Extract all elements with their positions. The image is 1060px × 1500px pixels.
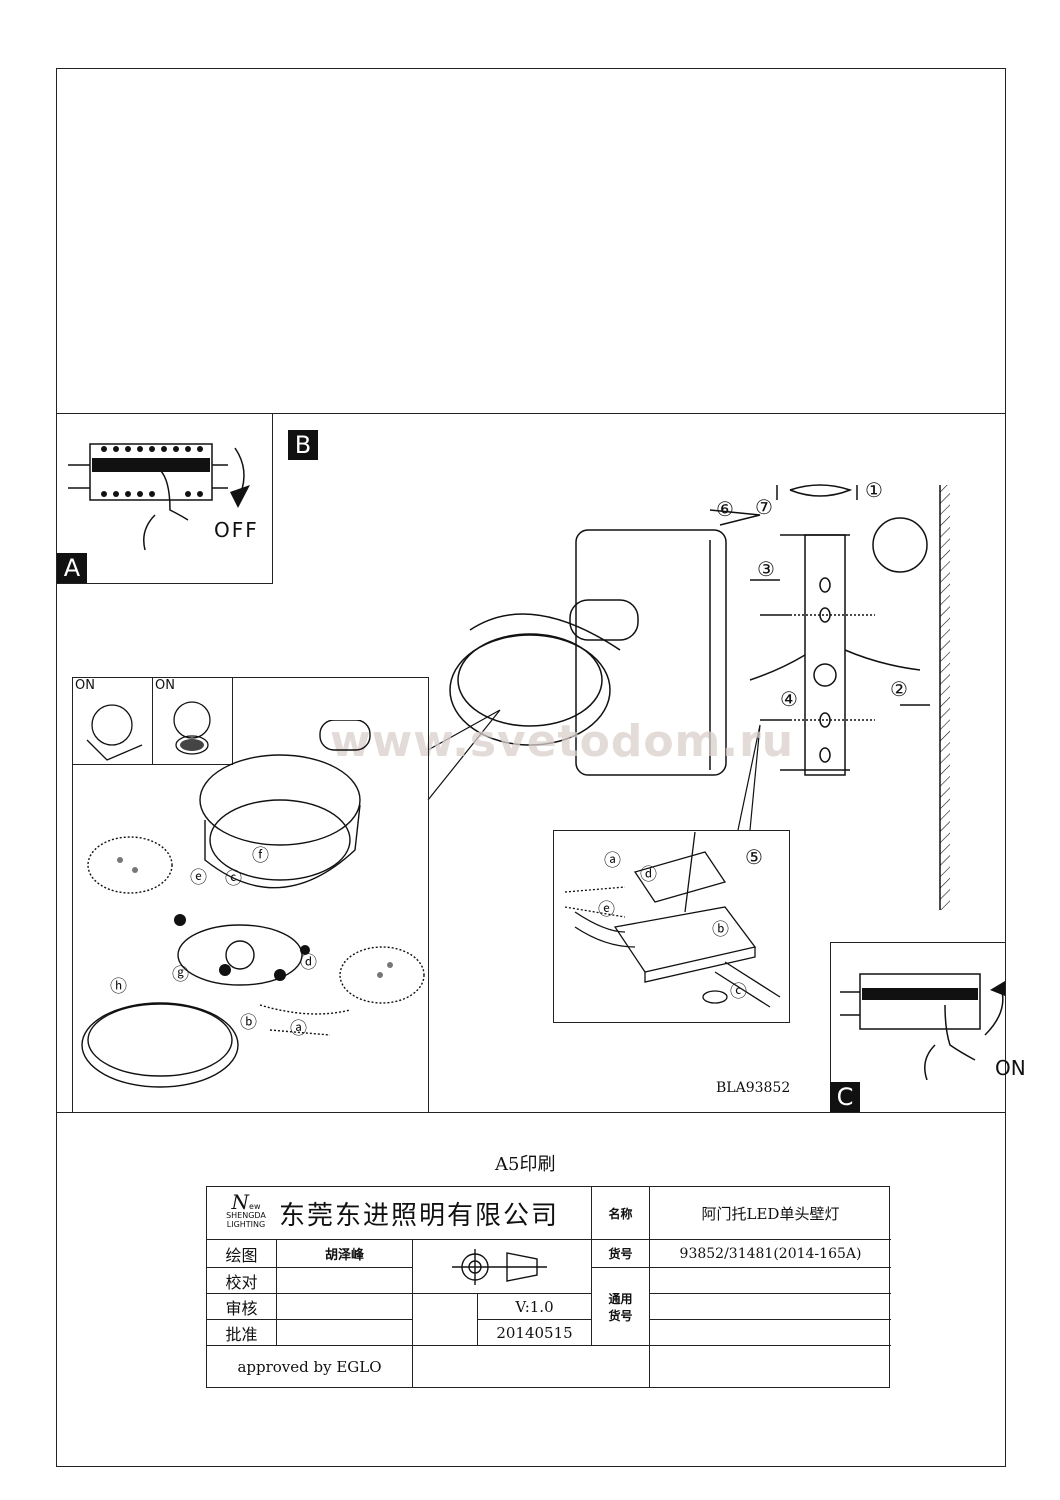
reviewed-value [276,1293,412,1319]
label-d: ⓓ [300,953,317,973]
label-a: ⓐ [290,1019,307,1039]
divider-top [56,413,1006,414]
step-7-label: ⑦ [755,495,773,519]
panel-a-tag: A [57,553,87,583]
step-2-label: ② [890,677,908,701]
reviewed-label: 审核 [207,1293,276,1319]
blank-right-cell [649,1345,891,1387]
approved-by: approved by EGLO [207,1345,412,1387]
label-a-detail: ⓐ [604,851,621,871]
name-label: 名称 [591,1187,649,1239]
on-label: ON [995,1056,1026,1080]
terminal-block-illustration [564,832,781,1008]
name-value: 阿门托LED单头壁灯 [649,1187,891,1239]
approved-value [276,1319,412,1345]
watermark: www.svetodom.ru [330,716,795,767]
step-6-label: ⑥ [716,497,734,521]
general-no-value-3 [649,1319,891,1345]
step-4-label: ④ [780,687,798,711]
general-no-value-2 [649,1293,891,1319]
step-1-label: ① [865,478,883,502]
general-no-value-1 [649,1267,891,1293]
step-3-label: ③ [757,557,775,581]
panel-c [830,942,1006,1113]
part-no-value: 93852/31481(2014-165A) [649,1239,891,1267]
breaker-on-illustration [840,973,1005,1080]
part-no-label: 货号 [591,1239,649,1267]
divider-bottom [56,1112,1006,1113]
label-c: ⓒ [225,869,242,889]
projection-symbol-cell [412,1239,591,1293]
drawing-code: BLA93852 [716,1080,791,1096]
label-e-detail: ⓔ [598,900,615,920]
drawn-label: 绘图 [207,1239,276,1267]
blank-cell [412,1293,477,1387]
label-b: ⓑ [240,1013,257,1033]
date: 20140515 [477,1319,591,1345]
on-view-2-label: ON [155,678,175,693]
terminal-block-detail [553,830,790,1023]
label-h: ⓗ [110,977,127,997]
label-g: ⓖ [172,965,189,985]
drawing-frame [56,68,1006,1467]
version: V:1.0 [477,1293,591,1319]
label-f: ⓕ [252,846,269,866]
projection-symbol-icon [452,1248,547,1285]
checked-label: 校对 [207,1267,276,1293]
panel-b-tag: B [288,430,318,460]
label-c-detail: ⓒ [730,982,747,1002]
on-view-2 [152,677,233,765]
drawn-value: 胡泽峰 [276,1239,412,1267]
breaker-off-illustration [68,443,250,551]
on-view-icons [86,701,211,761]
panel-a [56,413,273,584]
label-e: ⓔ [190,868,207,888]
label-b-detail: ⓑ [712,920,729,940]
step-5-label: ⑤ [745,845,763,869]
wall-lamp-assembly-illustration [427,484,950,910]
label-d-detail: ⓓ [640,865,657,885]
approved-label: 批准 [207,1319,276,1345]
general-no-label: 通用货号 [591,1267,649,1345]
off-label: OFF [214,518,259,542]
on-view-1-label: ON [75,678,95,693]
company-name: 东莞东进照明有限公司 [279,1200,560,1231]
lamp-head-exploded-illustration [81,720,425,1088]
print-note: A5印刷 [495,1154,556,1175]
checked-value [276,1267,412,1293]
panel-c-tag: C [830,1082,860,1112]
lamp-head-disassembly-inset [72,677,429,1113]
blank-bottom-cell [412,1345,649,1387]
